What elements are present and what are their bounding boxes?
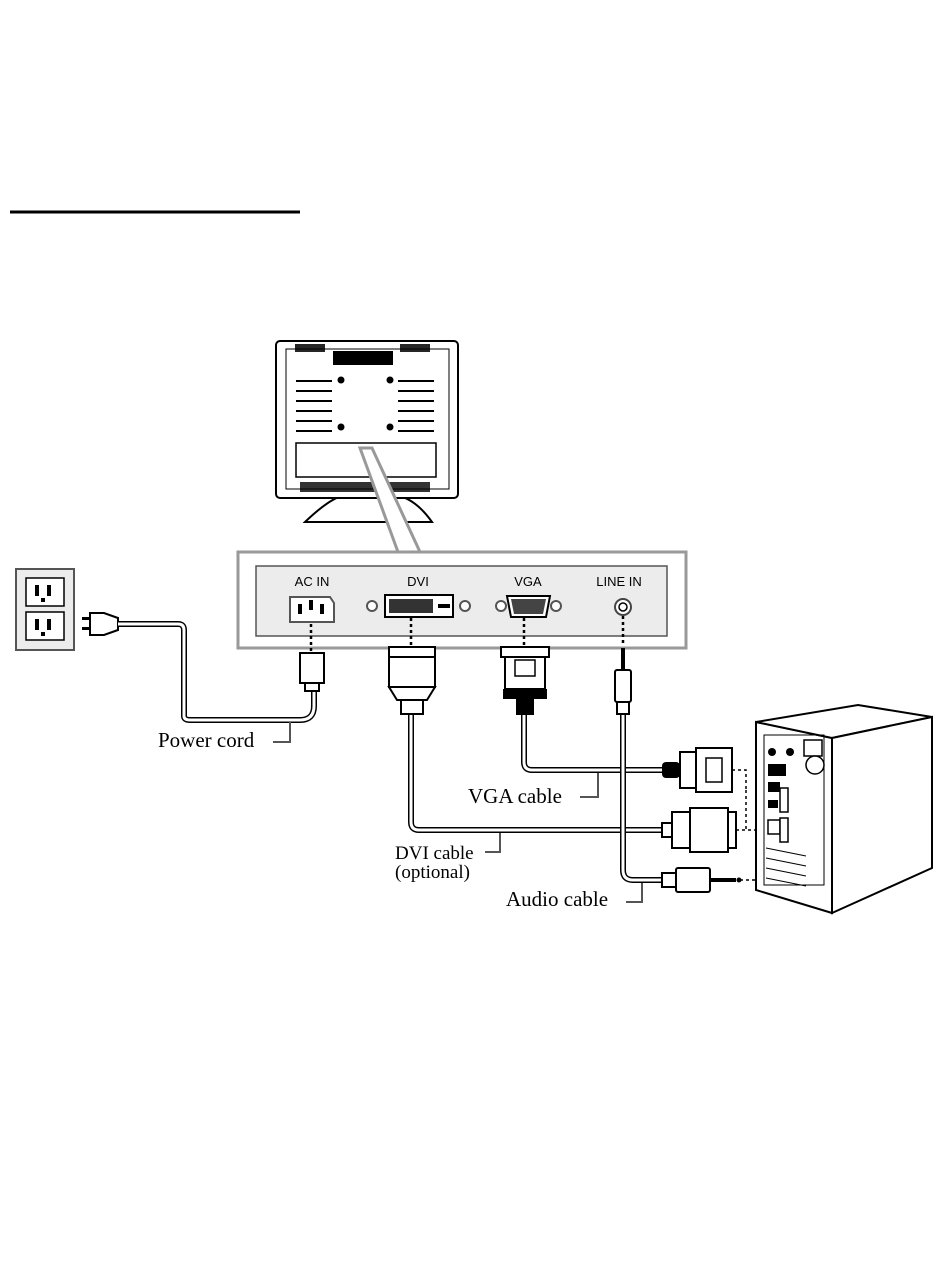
monitor-stand bbox=[305, 495, 432, 522]
port-label-dvi: DVI bbox=[407, 574, 429, 589]
label-audio-cable: Audio cable bbox=[506, 883, 642, 911]
port-label-line-in: LINE IN bbox=[596, 574, 642, 589]
vga-cable-label: VGA cable bbox=[468, 784, 562, 808]
power-cord-label: Power cord bbox=[158, 728, 255, 752]
dvi-cable-label: DVI cable bbox=[395, 843, 474, 864]
port-panel: AC IN DVI VGA LINE IN bbox=[238, 552, 686, 648]
port-label-vga: VGA bbox=[514, 574, 542, 589]
label-power-cord: Power cord bbox=[158, 722, 290, 752]
dvi-cable-note: (optional) bbox=[395, 862, 470, 883]
label-dvi-cable: DVI cable (optional) bbox=[395, 833, 500, 883]
label-vga-cable: VGA cable bbox=[468, 773, 598, 808]
ac-in-socket-icon bbox=[290, 597, 334, 622]
pc-tower-icon bbox=[756, 705, 932, 913]
monitor-rear-view bbox=[276, 341, 458, 522]
port-label-ac-in: AC IN bbox=[295, 574, 330, 589]
dvi-cable bbox=[389, 647, 736, 852]
vga-cable bbox=[501, 647, 732, 792]
line-in-jack-icon bbox=[615, 599, 631, 615]
wall-outlet-icon bbox=[16, 569, 74, 650]
audio-cable-label: Audio cable bbox=[506, 887, 608, 911]
